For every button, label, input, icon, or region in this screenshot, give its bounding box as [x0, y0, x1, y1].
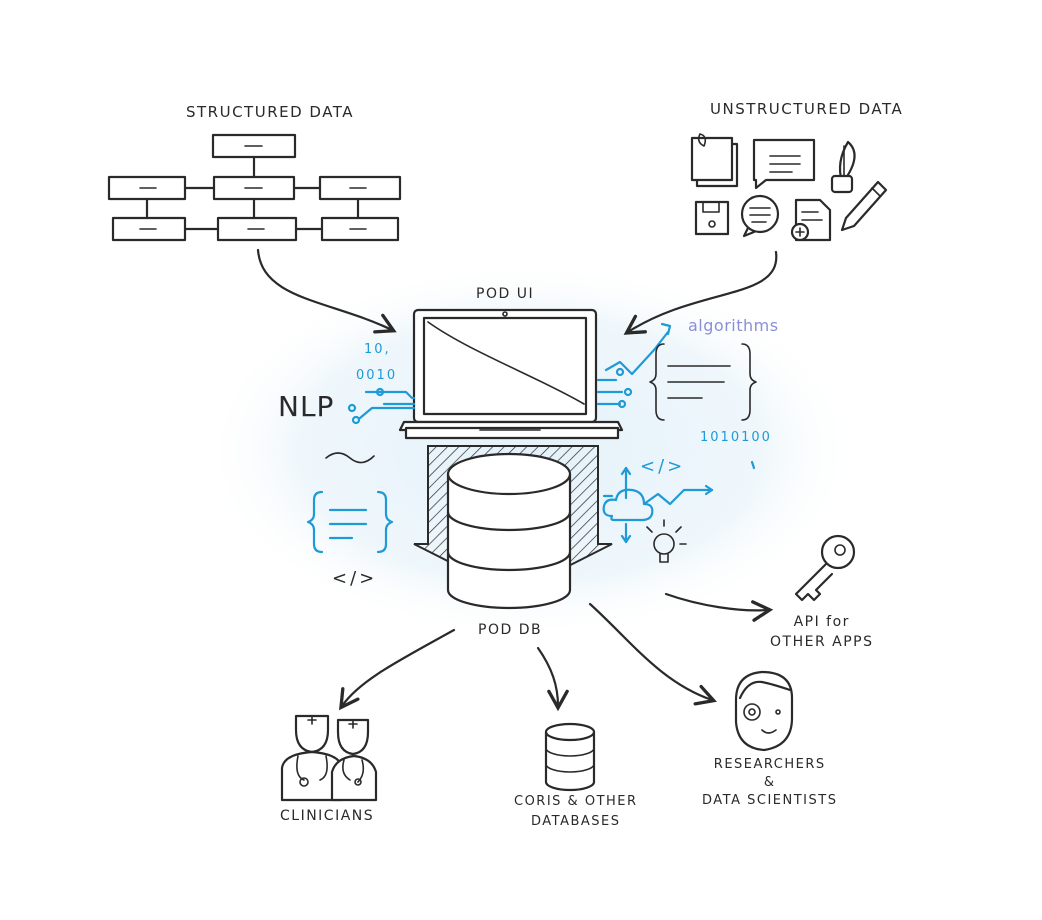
algorithm-braces — [649, 343, 757, 421]
algorithms-label: algorithms — [688, 316, 779, 335]
clinicians-icon — [280, 714, 378, 802]
speech-bubble-icon — [740, 194, 780, 238]
binary-left-bottom: 0010 — [356, 368, 398, 383]
chat-bubble-icon — [752, 138, 816, 190]
pod-db-label: POD DB — [478, 622, 543, 638]
laptop-pod-ui — [398, 308, 624, 440]
api-label-line-2: OTHER APPS — [770, 634, 874, 650]
researchers-label-line-3: DATA SCIENTISTS — [702, 793, 838, 808]
arrow-structured-to-ui — [256, 248, 397, 334]
researchers-label: RESEARCHERS & DATA SCIENTISTS — [702, 756, 837, 810]
lightbulb-icon — [646, 519, 687, 563]
unstructured-data-icons — [690, 133, 888, 242]
right-circuit-lines — [596, 322, 672, 409]
floppy-disk-icon — [694, 200, 730, 236]
blue-code-braces — [306, 490, 394, 554]
arrow-db-to-coris — [536, 646, 569, 712]
left-circuit-lines — [347, 387, 416, 425]
arrow-unstructured-to-ui — [623, 250, 778, 335]
pencil-icon — [840, 180, 888, 232]
researcher-face-icon — [734, 670, 794, 752]
researchers-label-line-1: RESEARCHERS — [713, 757, 826, 772]
coris-label: CORIS & OTHER DATABASES — [514, 792, 638, 832]
cloud-network-icon — [602, 466, 714, 544]
blue-tick-mark — [750, 460, 756, 470]
coris-label-line-2: DATABASES — [531, 814, 621, 829]
quill-inkwell-icon — [830, 140, 856, 194]
coris-database-icon — [544, 722, 596, 792]
structured-data-diagram — [107, 133, 402, 242]
coris-label-line-1: CORIS & OTHER — [514, 794, 638, 809]
nlp-label: NLP — [278, 390, 335, 423]
pod-ui-label: POD UI — [476, 286, 535, 302]
database-pod-db — [446, 452, 572, 610]
arrow-db-to-clinicians — [339, 628, 456, 711]
binary-right: 1010100 — [700, 430, 772, 445]
unstructured-data-label: UNSTRUCTURED DATA — [710, 100, 904, 118]
api-label: API for OTHER APPS — [770, 612, 873, 652]
api-label-line-1: API for — [793, 614, 850, 630]
structured-data-label: STRUCTURED DATA — [186, 103, 355, 121]
researchers-label-line-2: & — [763, 775, 776, 790]
arrow-db-to-api — [664, 592, 774, 622]
key-icon — [794, 534, 856, 602]
tilde-mark — [325, 452, 375, 464]
document-add-icon — [790, 198, 832, 242]
clinicians-label: CLINICIANS — [280, 808, 375, 824]
code-tag-left: </> — [332, 568, 378, 589]
binary-left-top: 10, — [364, 342, 391, 357]
code-tag-right: </> — [640, 456, 686, 477]
paper-stack-icon — [690, 133, 739, 188]
arrow-db-to-researchers — [588, 602, 717, 706]
